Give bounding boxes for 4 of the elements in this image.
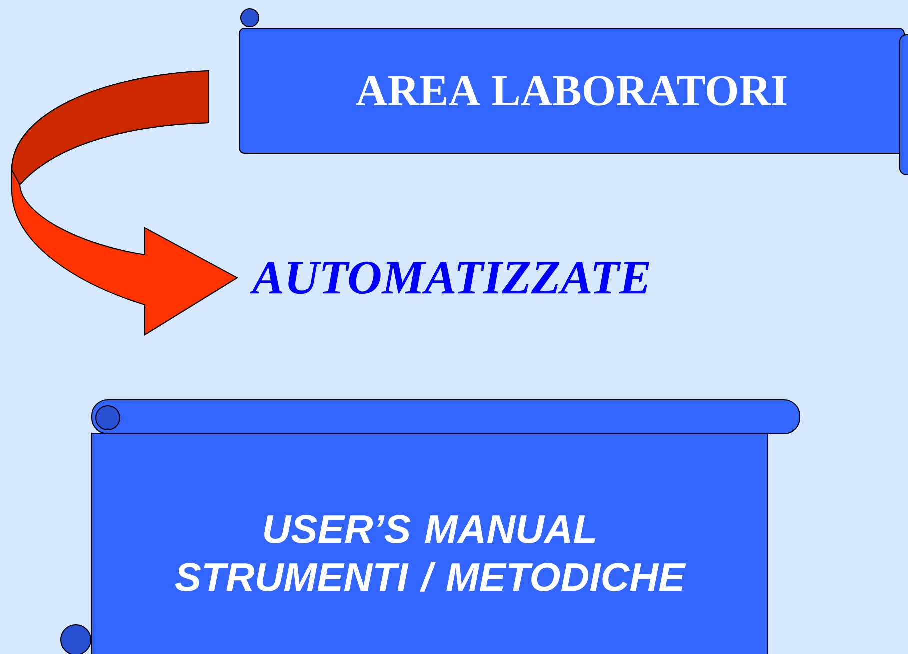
scroll-banner: USER’S MANUAL STRUMENTI / METODICHE	[60, 399, 801, 654]
title-text: AUTOMATIZZATE	[250, 262, 650, 294]
scroll-banner: AREA LABORATORI	[238, 8, 908, 176]
curved-arrow	[11, 70, 238, 336]
